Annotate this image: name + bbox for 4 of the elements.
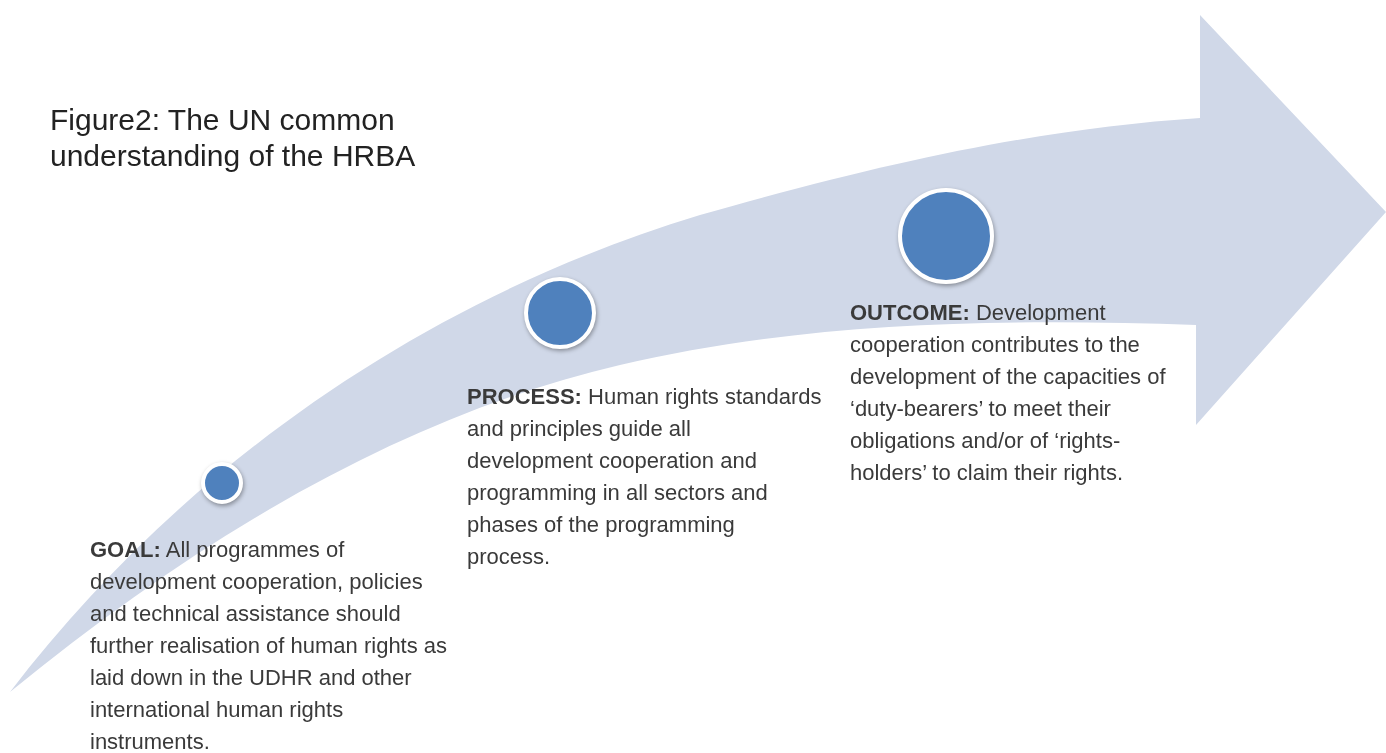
description-text: OUTCOME: Development cooperation contributes to the development of the capacities of ‘duty-bearers’ to meet their obligations and/or of ‘rights-holders’ to claim their rights. xyxy=(850,299,1167,487)
figure-title: Figure2: The UN common understanding of the HRBA xyxy=(50,102,417,174)
description-text: GOAL: All programmes of development cooperation, policies and technical assistance should further realisation of human rights as laid down in the UDHR and other international human rights instruments. xyxy=(90,536,449,753)
description-text: PROCESS: Human rights standards and principles guide all development cooperation and programming in all sectors and phases of the programming process. xyxy=(467,383,822,571)
